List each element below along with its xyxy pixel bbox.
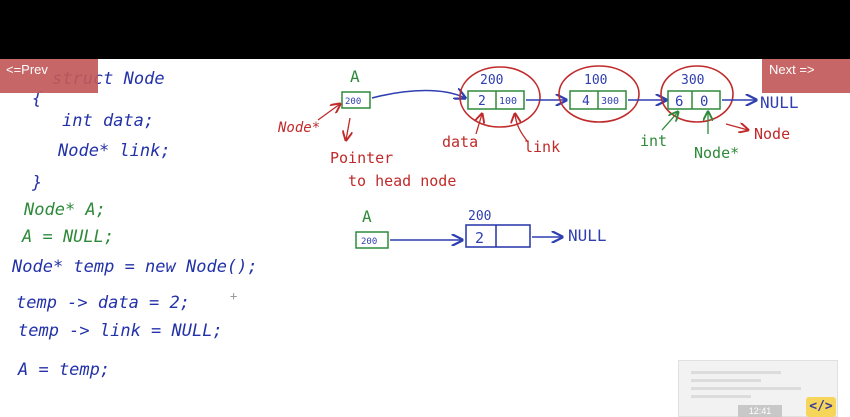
pointer-note-line1: Pointer (330, 149, 393, 167)
data-annotation: data (442, 133, 478, 151)
pointer-note-line2: to head node (348, 172, 456, 190)
node3-address: 300 (681, 73, 704, 88)
node2-data: 4 (582, 94, 590, 109)
code-line-temp-data: temp -> data = 2; (16, 293, 190, 313)
node2-circle (558, 65, 640, 123)
head2-variable-name: A (362, 207, 372, 226)
next-button[interactable]: Next => (762, 59, 850, 93)
code-line-temp-link: temp -> link = NULL; (18, 321, 223, 341)
node1-circle (459, 66, 541, 128)
node2-address: 100 (584, 73, 607, 88)
node-annotation: Node (754, 125, 790, 143)
code-icon[interactable]: </> (806, 397, 836, 417)
node1-address: 200 (480, 73, 503, 88)
video-timestamp: 12:41 (738, 405, 782, 417)
node4-box (465, 224, 531, 248)
node3-link: 0 (700, 94, 708, 110)
code-line-int-data: int data; (62, 111, 154, 131)
int-annotation: int (640, 132, 667, 150)
null-label-2: NULL (568, 226, 607, 245)
prev-button[interactable]: <=Prev (0, 59, 98, 93)
link-annotation: link (524, 138, 560, 156)
node-star-annotation: Node* (694, 144, 739, 162)
code-line-node-link: Node* link; (57, 141, 171, 161)
node2-link: 300 (601, 96, 619, 107)
node3-box (667, 90, 721, 110)
node3-data: 6 (675, 94, 683, 110)
code-line-a-null: A = NULL; (21, 227, 114, 247)
video-top-bar (0, 0, 850, 59)
node1-link: 100 (499, 96, 517, 107)
code-line-a-temp: A = temp; (17, 360, 110, 380)
head2-box (355, 231, 389, 249)
head-box (341, 91, 371, 109)
null-label-1: NULL (760, 93, 799, 112)
head-type-label: Node* (277, 120, 320, 136)
code-line-new-node: Node* temp = new Node(); (11, 257, 258, 277)
head-variable-name: A (350, 67, 360, 86)
head-value: 200 (345, 97, 361, 107)
code-line-declare-a: Node* A; (23, 200, 106, 220)
node3-circle (660, 65, 734, 123)
head2-value: 200 (361, 237, 377, 247)
node4-address: 200 (468, 209, 491, 224)
pointer-note-arrow (346, 117, 350, 140)
head-arrow (371, 91, 465, 99)
node1-data: 2 (478, 94, 486, 109)
code-line-close-brace: } (31, 173, 42, 193)
node-star-arrow (317, 104, 340, 121)
cursor-crosshair: + (230, 289, 237, 303)
node4-data: 2 (475, 229, 484, 247)
code-line-open-brace: { (32, 89, 42, 109)
